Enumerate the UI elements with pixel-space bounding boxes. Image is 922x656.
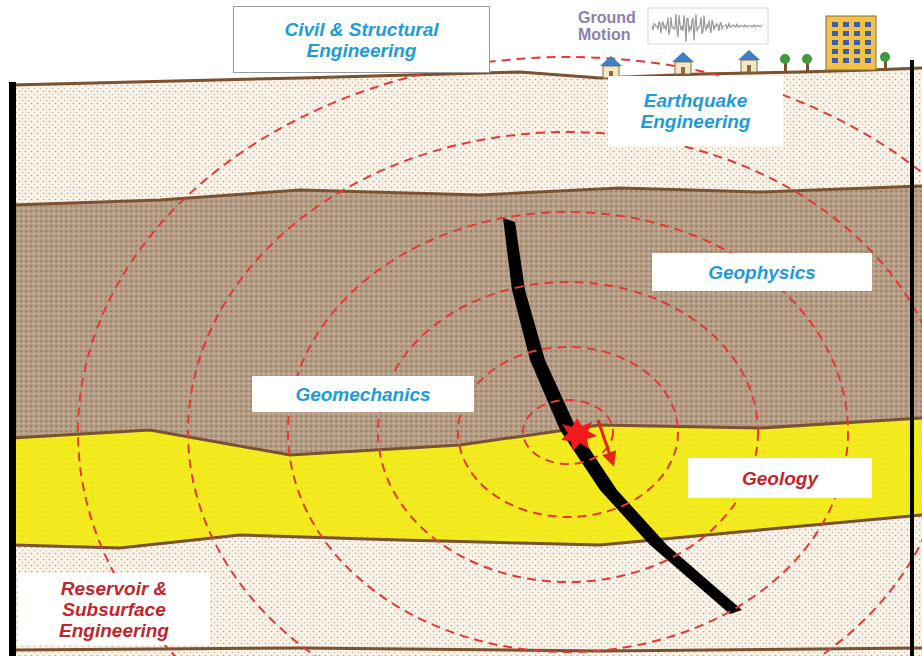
wavefront-ellipse [378, 282, 758, 582]
discipline-box: Reservoir & Subsurface Engineering [18, 573, 210, 645]
discipline-box: Earthquake Engineering [608, 76, 783, 146]
window [832, 49, 838, 54]
discipline-name: Reservoir & Subsurface Engineering [25, 578, 203, 641]
seismogram-frame [648, 8, 768, 44]
window [854, 49, 860, 54]
window [854, 31, 860, 36]
layer-boundary [12, 418, 922, 455]
window [865, 22, 871, 27]
discipline-box: Geomechanics [252, 376, 474, 412]
layer-boundary [12, 648, 922, 651]
wavefront-ellipse [78, 57, 922, 656]
window [843, 22, 849, 27]
window [832, 31, 838, 36]
building-icon [826, 16, 876, 70]
left-border [9, 82, 16, 656]
window [832, 58, 838, 63]
window [854, 40, 860, 45]
window [843, 31, 849, 36]
window [843, 58, 849, 63]
house-icon [738, 50, 760, 72]
top-soil-layer [12, 68, 922, 205]
layer-boundaries [12, 68, 922, 651]
brown-rock-layer [12, 186, 922, 455]
slip-arrow [598, 420, 613, 464]
layer-boundary [12, 515, 922, 548]
window [854, 22, 860, 27]
window [865, 49, 871, 54]
discipline-name: Geophysics [708, 262, 816, 283]
wavefront-ellipse [188, 132, 922, 656]
discipline-name: Geology [742, 468, 818, 489]
seismic-wavefronts [78, 57, 922, 656]
wavefront-ellipse [523, 400, 613, 464]
window [843, 49, 849, 54]
discipline-box: Geophysics [652, 253, 872, 291]
yellow-reservoir-layer [12, 418, 922, 548]
house-icon [672, 52, 694, 74]
discipline-box: Civil & Structural Engineering [233, 6, 490, 73]
window [865, 31, 871, 36]
discipline-name: Geomechanics [295, 384, 430, 405]
discipline-name: Earthquake Engineering [615, 90, 776, 132]
window [854, 58, 860, 63]
discipline-name: Civil & Structural Engineering [240, 19, 483, 61]
seismogram-trace [652, 14, 762, 42]
right-border [910, 60, 914, 656]
window [865, 40, 871, 45]
wavefront-ellipse [288, 212, 848, 652]
window [843, 40, 849, 45]
window [832, 40, 838, 45]
ground-motion-label: Ground Motion [578, 9, 648, 43]
discipline-box: Geology [688, 458, 872, 498]
window [865, 58, 871, 63]
hypocenter-star [561, 418, 597, 451]
bottom-layer [12, 515, 922, 656]
layer-boundary [12, 186, 922, 205]
window [832, 22, 838, 27]
house-icon [600, 56, 622, 78]
wavefront-ellipse [458, 347, 678, 517]
